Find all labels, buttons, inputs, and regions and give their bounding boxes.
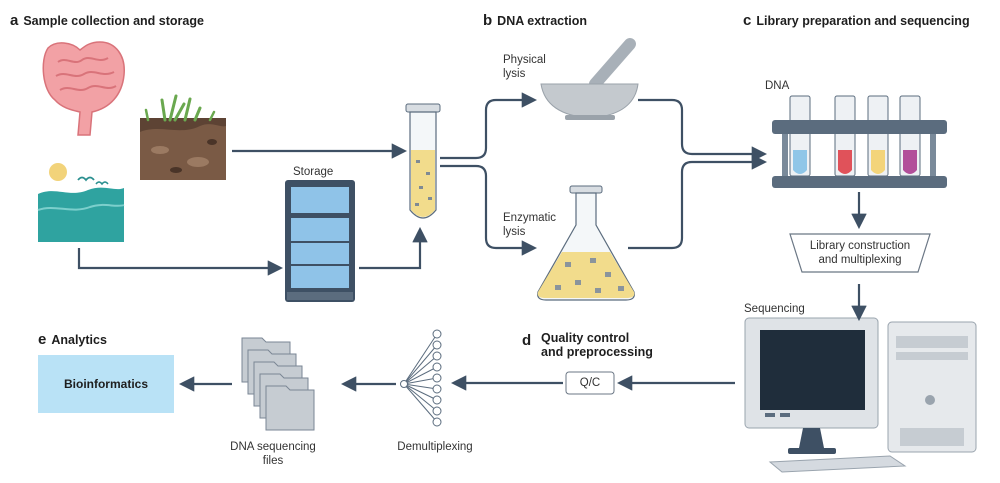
sample-tube-icon (405, 103, 441, 219)
qc-label: Q/C (579, 377, 601, 389)
arrow-physical-to-dna (638, 98, 768, 162)
section-e-title: Analytics (51, 333, 107, 347)
computer-icon (744, 317, 977, 473)
section-e-header: e Analytics (38, 331, 107, 348)
demultiplexing-network-icon (400, 329, 442, 427)
arrow-enzymatic-to-dna (628, 154, 768, 250)
physical-lysis-line2: lysis (503, 68, 526, 80)
arrow-storage-to-tube (359, 226, 428, 270)
files-line2: files (262, 455, 284, 467)
arrow-tube-to-enzymatic (440, 164, 538, 256)
section-d-title-line2: and preprocessing (541, 345, 653, 359)
enzymatic-lysis-line2: lysis (503, 226, 526, 238)
enzymatic-lysis-line1: Enzymatic (503, 212, 557, 224)
section-d-title-line1: Quality control (541, 331, 630, 345)
demultiplexing-label: Demultiplexing (397, 441, 473, 453)
section-b-title: DNA extraction (497, 14, 588, 28)
storage-freezer-icon (285, 180, 355, 302)
section-d-header: d Quality control and preprocessing (522, 331, 653, 359)
section-d-letter: d (522, 332, 532, 349)
storage-label: Storage (293, 166, 334, 178)
intestine-icon (42, 41, 125, 136)
bioinformatics-box (38, 355, 174, 413)
section-b-letter: b (483, 12, 493, 29)
files-line1: DNA sequencing (230, 441, 316, 453)
library-line2: and multiplexing (818, 254, 902, 266)
section-b-header: b DNA extraction (483, 12, 587, 29)
arrow-tube-to-physical (440, 92, 538, 160)
section-e-letter: e (38, 331, 47, 348)
physical-lysis-line1: Physical (503, 54, 546, 66)
section-a-header: a Sample collection and storage (10, 12, 204, 29)
sequencing-files-label: DNA sequencing files (218, 440, 328, 468)
erlenmeyer-flask-icon (537, 185, 635, 301)
section-c-header: c Library preparation and sequencing (743, 12, 970, 29)
section-c-title: Library preparation and sequencing (756, 14, 970, 28)
qc-box (565, 371, 615, 395)
ocean-icon (37, 163, 125, 242)
library-line1: Library construction (809, 240, 911, 252)
sequencing-label: Sequencing (744, 303, 805, 315)
library-construction-box (789, 233, 931, 273)
section-a-letter: a (10, 12, 19, 29)
section-c-letter: c (743, 12, 752, 29)
bioinformatics-label: Bioinformatics (63, 377, 148, 391)
library-construction-label: Library construction and multiplexing (792, 239, 928, 267)
dna-tube-rack-icon (772, 95, 947, 188)
section-a-title: Sample collection and storage (23, 14, 204, 28)
dna-label: DNA (765, 80, 790, 92)
physical-lysis-label: Physical lysis (503, 53, 546, 81)
mortar-pestle-icon (540, 38, 639, 120)
arrow-ocean-to-storage (77, 248, 284, 276)
soil-icon (140, 94, 226, 180)
sequencing-files-icon (241, 337, 315, 431)
enzymatic-lysis-label: Enzymatic lysis (503, 211, 556, 239)
